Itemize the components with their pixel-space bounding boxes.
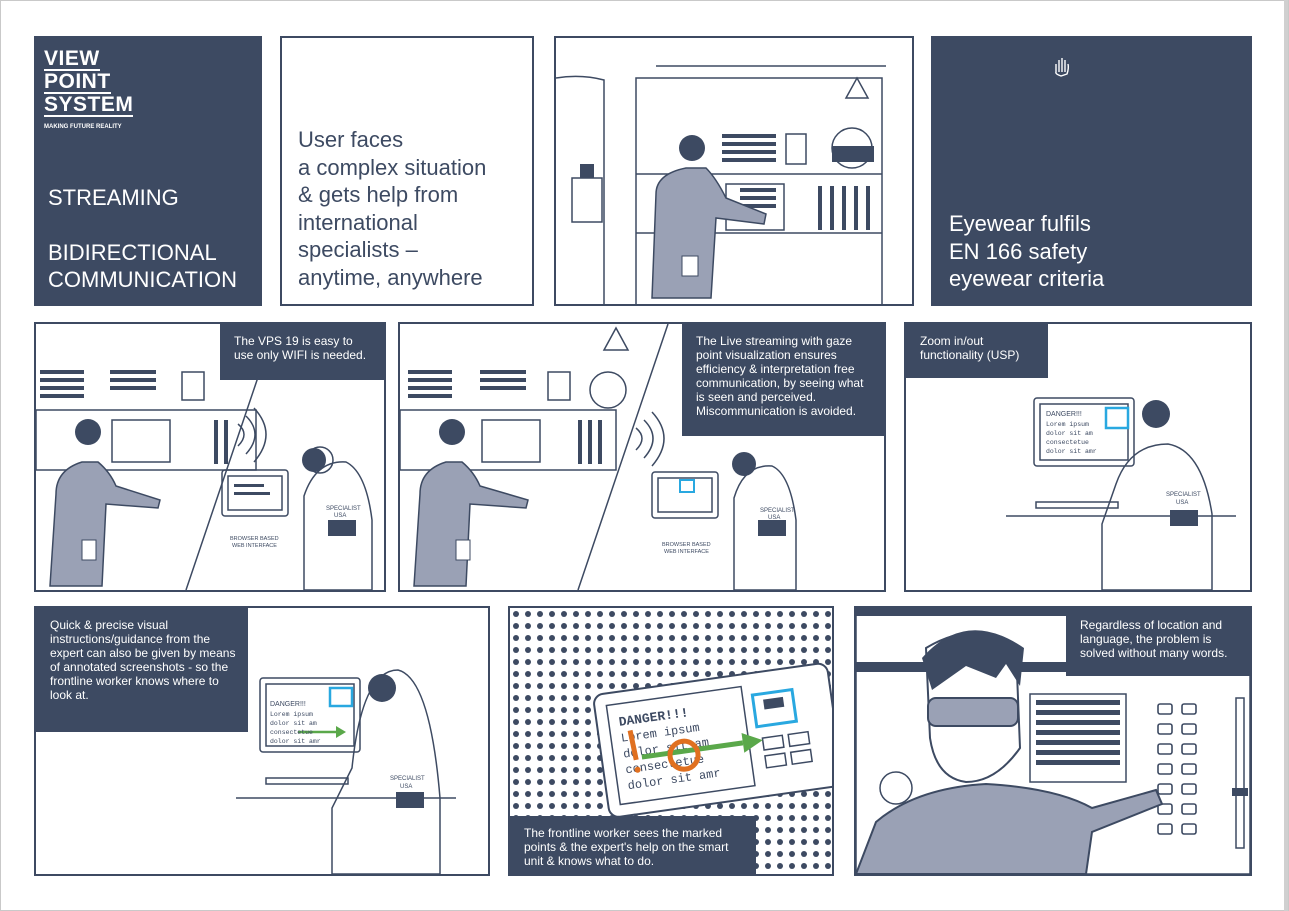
live-streaming-illustration: SPECIALIST USA BROWSER BASED WEB INTERFA… xyxy=(400,324,797,590)
caption-live-streaming: The Live streaming with gaze point visua… xyxy=(682,324,884,436)
feature-communication: COMMUNICATION xyxy=(48,267,238,292)
logo-line-3: SYSTEM xyxy=(44,93,134,117)
logo-line-1: VIEW xyxy=(44,47,100,71)
usa-label-2: USA xyxy=(768,515,780,521)
annot-lorem-3: consectetue xyxy=(270,729,313,736)
annot-lorem-2: dolor sit am xyxy=(270,720,317,727)
panel-brand: VIEW POINT SYSTEM MAKING FUTURE REALITY … xyxy=(34,36,262,306)
story-intro-text: User faces a complex situation & gets he… xyxy=(298,127,487,290)
panel-worker-control xyxy=(554,36,914,306)
caption-problem-solved: Regardless of location and language, the… xyxy=(1066,608,1250,676)
annot-danger: DANGER!!! xyxy=(270,701,306,708)
zoom-illustration: DANGER!!! Lorem ipsum dolor sit am conse… xyxy=(1006,397,1236,590)
page-edge xyxy=(1284,0,1288,911)
zoom-lorem-1: Lorem ipsum xyxy=(1046,421,1089,428)
feature-bidirectional: BIDIRECTIONAL xyxy=(48,240,217,265)
specialist-label-2: SPECIALIST xyxy=(760,508,795,514)
brand-tagline: MAKING FUTURE REALITY xyxy=(44,124,122,130)
annot-lorem-1: Lorem ipsum xyxy=(270,711,313,718)
zoom-danger: DANGER!!! xyxy=(1046,411,1082,418)
feature-streaming: STREAMING xyxy=(48,185,179,210)
panel-story-intro: User faces a complex situation & gets he… xyxy=(280,36,534,306)
browser-label-1: BROWSER BASED xyxy=(230,536,279,542)
caption-wifi: The VPS 19 is easy to use only WIFI is n… xyxy=(220,324,384,380)
panel-live-streaming: SPECIALIST USA BROWSER BASED WEB INTERFA… xyxy=(398,322,886,592)
panel-eyewear: Eyewear fulfils EN 166 safety eyewear cr… xyxy=(931,36,1252,306)
eyewear-text: Eyewear fulfils EN 166 safety eyewear cr… xyxy=(949,211,1105,291)
specialist-label-4: SPECIALIST xyxy=(390,776,425,782)
panel-zoom: DANGER!!! Lorem ipsum dolor sit am conse… xyxy=(904,322,1252,592)
specialist-label-3: SPECIALIST xyxy=(1166,492,1201,498)
zoom-lorem-3: consectetue xyxy=(1046,439,1089,446)
browser-label-4: WEB INTERFACE xyxy=(664,549,709,555)
usa-label: USA xyxy=(334,513,346,519)
annotated-screenshot-illustration: DANGER!!! Lorem ipsum dolor sit am conse… xyxy=(236,669,456,874)
brand-logo: VIEW POINT SYSTEM MAKING FUTURE REALITY xyxy=(44,47,134,131)
panel-annotated-screenshots: DANGER!!! Lorem ipsum dolor sit am conse… xyxy=(34,606,490,876)
usa-label-3: USA xyxy=(1176,500,1188,506)
caption-zoom: Zoom in/out functionality (USP) xyxy=(906,324,1048,378)
caption-annotated: Quick & precise visual instructions/guid… xyxy=(36,608,248,732)
panel-smart-unit: DANGER!!! Lorem ipsum dolor sit am conse… xyxy=(508,606,834,876)
panel-problem-solved: Regardless of location and language, the… xyxy=(854,606,1252,876)
zoom-lorem-4: dolor sit amr xyxy=(1046,448,1097,455)
worker-control-illustration xyxy=(556,65,886,304)
problem-solved-illustration xyxy=(856,608,1250,874)
browser-label-3: BROWSER BASED xyxy=(662,542,711,548)
logo-line-2: POINT xyxy=(44,70,111,94)
hand-cursor-icon xyxy=(1055,58,1070,77)
browser-label-2: WEB INTERFACE xyxy=(232,543,277,549)
panel-wifi: SPECIALIST USA BROWSER BASED WEB INTERFA… xyxy=(34,322,386,592)
specialist-label: SPECIALIST xyxy=(326,506,361,512)
zoom-lorem-2: dolor sit am xyxy=(1046,430,1093,437)
usa-label-4: USA xyxy=(400,784,412,790)
annot-lorem-4: dolor sit amr xyxy=(270,738,321,745)
caption-smart-unit: The frontline worker sees the marked poi… xyxy=(510,816,756,874)
